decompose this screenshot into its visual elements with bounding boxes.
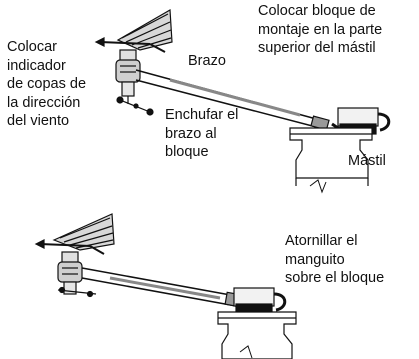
label-atornillar: Atornillar el manguito sobre el bloque bbox=[285, 233, 385, 286]
top-assembly bbox=[94, 8, 391, 194]
sensor-body-bottom bbox=[57, 251, 97, 298]
label-colocar-bloque: Colocar bloque de montaje en la parte su… bbox=[258, 3, 383, 56]
label-colocar-indicador: Colocar indicador de copas de la direcci… bbox=[7, 39, 87, 129]
bottom-assembly bbox=[34, 213, 297, 359]
label-mastil: Mástil bbox=[348, 153, 386, 169]
label-enchufar: Enchufar el brazo al bloque bbox=[165, 107, 239, 160]
mounting-block-bottom bbox=[233, 287, 287, 315]
arm-bottom bbox=[81, 267, 248, 309]
wind-cups-top bbox=[116, 96, 154, 116]
mast-bottom bbox=[217, 311, 297, 359]
wind-vane-bottom bbox=[34, 213, 115, 255]
arm-top bbox=[135, 69, 330, 131]
label-brazo: Brazo bbox=[188, 53, 226, 69]
sensor-body-top bbox=[115, 49, 141, 104]
wind-vane-top bbox=[94, 8, 173, 53]
mast-top bbox=[289, 127, 373, 194]
